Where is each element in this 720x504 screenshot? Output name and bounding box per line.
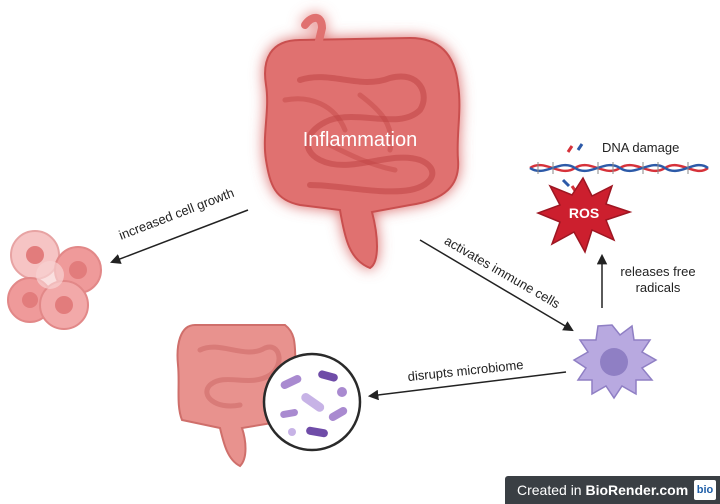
free-radicals-label-2: radicals (636, 280, 681, 295)
biorender-watermark[interactable]: Created in BioRender.com bio (505, 476, 720, 504)
biorender-logo-icon: bio (694, 480, 716, 500)
inflammation-label: Inflammation (303, 129, 418, 151)
immune-label: activates immune cells (442, 233, 563, 312)
arrow-microbiome (367, 371, 567, 401)
dna-damage-label: DNA damage (602, 140, 679, 155)
tumor-cells-icon (7, 230, 102, 330)
ros-burst-icon (535, 176, 633, 254)
cell-growth-label: increased cell growth (117, 185, 236, 243)
arrow-cell-growth (110, 209, 249, 264)
free-radicals-label-1: releases free (620, 264, 695, 279)
arrow-immune (419, 239, 574, 332)
ros-label: ROS (569, 205, 599, 221)
inflamed-intestine-icon (263, 13, 461, 270)
watermark-text: Created in BioRender.com (517, 482, 689, 498)
immune-cell-icon (572, 324, 658, 400)
dna-strand-icon (529, 143, 709, 193)
microbiome-icon (262, 352, 362, 452)
